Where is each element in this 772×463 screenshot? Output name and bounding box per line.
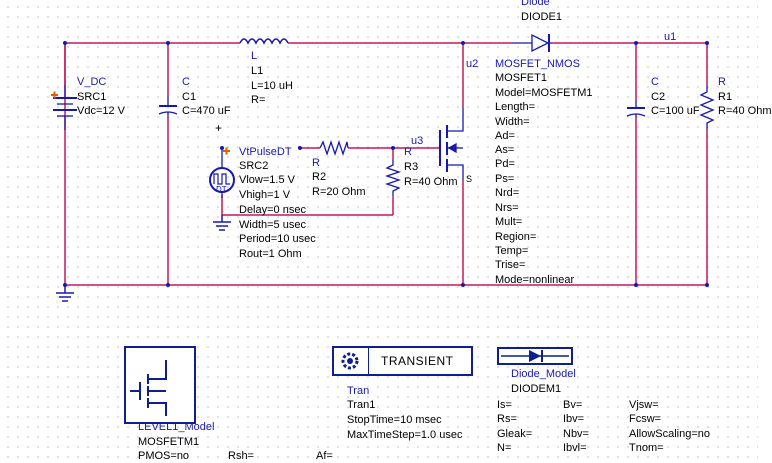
mosfet-param-1[interactable]: Length= [495,101,536,113]
tran-name-label[interactable]: Tran1 [347,399,376,411]
tran-stoptime-param[interactable]: StopTime=10 msec [347,414,442,426]
pulse-name-label[interactable]: SRC2 [239,160,269,172]
mosfet-source-pin-label: S [466,174,473,184]
diode-model-vjsw[interactable]: Vjsw= [629,399,659,411]
pulse-param-2[interactable]: Delay=0 nsec [239,204,306,216]
node-u3-label: u3 [411,135,424,147]
mosfet-param-11[interactable]: Temp= [495,245,529,257]
mosfet-param-13[interactable]: Mode=nonlinear [495,274,575,286]
transient-controller-box[interactable]: TRANSIENT [332,346,473,376]
plus-markers [51,91,230,155]
r2-type-label: R [312,157,320,169]
mosfet-param-10[interactable]: Region= [495,231,537,243]
diode-type-label: Diode [521,0,550,8]
l1-resistance-label[interactable]: R= [251,94,266,106]
mosfet-param-0[interactable]: Model=MOSFETM1 [495,87,593,99]
diode-model-bv[interactable]: Bv= [563,399,583,411]
pulse-param-1[interactable]: Vhigh=1 V [239,189,291,201]
diode-model-fcsw[interactable]: Fcsw= [629,413,662,425]
node-u2-label: u2 [466,58,479,70]
mosfet-type-label: MOSFET_NMOS [495,58,580,70]
c1-type-label: C [182,76,190,88]
tran-maxtimestep-param[interactable]: MaxTimeStep=1.0 usec [347,429,463,441]
level1-param-rsh[interactable]: Rsh= [228,450,254,462]
diode-model-ibv[interactable]: Ibv= [563,413,585,425]
mosfet-param-8[interactable]: Nrs= [495,202,519,214]
transient-button-label: TRANSIENT [381,353,454,368]
r2-param-label[interactable]: R=20 Ohm [312,186,366,198]
ground-symbols [56,215,231,302]
diode-model-is[interactable]: Is= [497,399,512,411]
pulse-param-3[interactable]: Width=5 usec [239,219,306,231]
components [53,33,715,198]
level1-type-label: LEVEL1_Model [138,421,215,433]
mosfet-param-9[interactable]: Mult= [495,216,523,228]
diode-model-gleak[interactable]: Gleak= [497,428,533,440]
mosfet-name-label[interactable]: MOSFET1 [495,72,547,84]
l1-param-label[interactable]: L=10 uH [251,80,293,92]
mosfet-param-4[interactable]: As= [495,144,515,156]
diode-model-tnom[interactable]: Tnom= [629,442,664,454]
c1-param-label[interactable]: C=470 uF [182,105,231,117]
diode-model-rs[interactable]: Rs= [497,413,517,425]
level1-mosfet-icon [130,360,167,416]
pulse-type-label: VtPulseDT [239,146,292,158]
diode-model-name-label[interactable]: DIODEM1 [511,383,562,395]
r1-type-label: R [718,76,726,88]
diode-model-box[interactable] [497,347,573,365]
mosfet-param-6[interactable]: Ps= [495,173,515,185]
diode-model-nbv[interactable]: Nbv= [563,428,589,440]
c2-param-label[interactable]: C=100 uF [651,105,700,117]
r3-name-label[interactable]: R3 [404,161,419,173]
mosfet-param-12[interactable]: Trise= [495,259,526,271]
r1-name-label[interactable]: R1 [718,91,733,103]
pulse-param-4[interactable]: Period=10 usec [239,233,316,245]
mosfet-param-3[interactable]: Ad= [495,130,515,142]
tran-type-label: Tran [347,385,370,397]
mosfet-param-5[interactable]: Pd= [495,158,515,170]
pulse-plus-sign: + [215,121,223,135]
pulse-param-0[interactable]: Vlow=1.5 V [239,174,295,186]
r3-type-label: R [404,146,412,158]
c2-type-label: C [651,76,659,88]
level1-param-af[interactable]: Af= [316,450,333,462]
diode-model-icon [501,350,569,362]
r2-name-label[interactable]: R2 [312,171,327,183]
vdc-param-label[interactable]: Vdc=12 V [77,105,126,117]
pulse-dt-tag: DT [216,185,227,194]
l1-name-label[interactable]: L1 [251,65,264,77]
diode-model-allowscaling[interactable]: AllowScaling=no [629,428,711,440]
diode-model-type-label: Diode_Model [511,368,576,380]
r1-param-label[interactable]: R=40 Ohm [718,105,772,117]
c1-name-label[interactable]: C1 [182,91,197,103]
level1-name-label[interactable]: MOSFETM1 [138,436,200,448]
c2-name-label[interactable]: C2 [651,91,666,103]
mosfet-param-2[interactable]: Width= [495,116,530,128]
wires [64,42,708,286]
mosfet-param-7[interactable]: Nrd= [495,187,520,199]
gear-icon [336,348,366,374]
diode-model-ibvl[interactable]: Ibvl= [563,442,587,454]
node-u1-label: u1 [664,31,677,43]
pulse-param-5[interactable]: Rout=1 Ohm [239,248,302,260]
diode-model-n[interactable]: N= [497,442,512,454]
level1-model-box[interactable] [124,346,196,424]
pin-dots [63,41,709,287]
l1-type-label: L [251,50,258,62]
schematic-drawing [51,33,715,302]
vdc-name-label[interactable]: SRC1 [77,91,107,103]
vdc-type-label: V_DC [77,76,107,88]
level1-param-pmos[interactable]: PMOS=no [138,450,190,462]
r3-param-label[interactable]: R=40 Ohm [404,176,458,188]
diode-name-label[interactable]: DIODE1 [521,11,562,23]
